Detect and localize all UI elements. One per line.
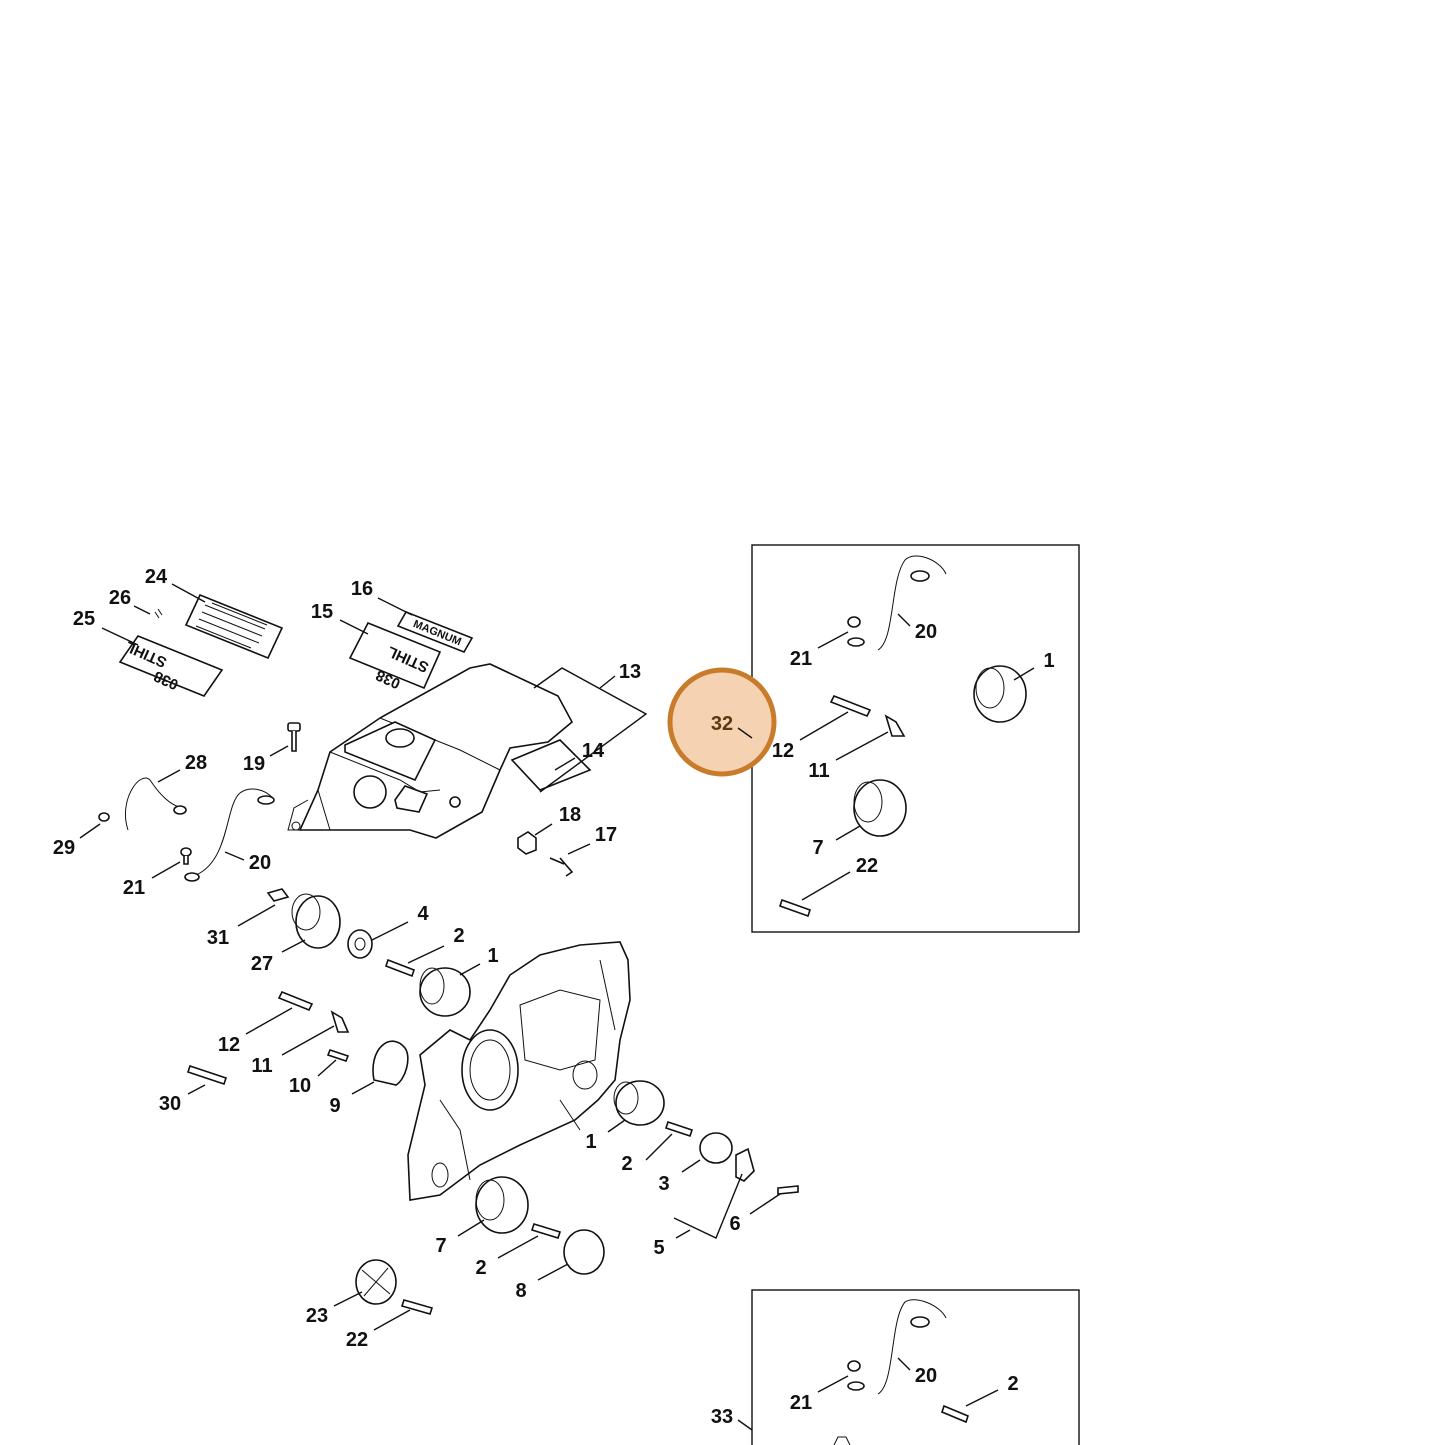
- screw-29[interactable]: [98, 812, 110, 822]
- inset1-clip-11[interactable]: [884, 714, 906, 737]
- callout-24: 24: [145, 566, 168, 588]
- callout-13: 13: [619, 661, 641, 683]
- callout-18: 18: [559, 804, 581, 826]
- wire-clip-28[interactable]: [124, 777, 187, 831]
- callout-4: 4: [417, 903, 429, 925]
- leader-lines: [79, 583, 1035, 1431]
- crankcase[interactable]: [407, 941, 631, 1201]
- inset2-wire-20[interactable]: [847, 1299, 947, 1395]
- highlight-marker-32[interactable]: 32: [667, 667, 777, 777]
- screw-5[interactable]: [777, 1185, 799, 1195]
- callout-21: 21: [123, 877, 145, 899]
- callout-15: 15: [311, 601, 333, 623]
- screw-22a[interactable]: [400, 1299, 434, 1315]
- pin-26[interactable]: [154, 608, 163, 619]
- callout-29: 29: [53, 837, 75, 859]
- bracket-6[interactable]: [735, 1147, 755, 1182]
- inset1-callout-1: 1: [1043, 650, 1054, 672]
- buffer-1a[interactable]: [419, 967, 471, 1017]
- clip-11a[interactable]: [330, 1010, 350, 1033]
- callout-22: 22: [346, 1329, 368, 1351]
- callout-20: 20: [249, 852, 271, 874]
- inset2-screw-2[interactable]: [941, 1404, 969, 1424]
- callout-30: 30: [159, 1093, 181, 1115]
- callout-8: 8: [515, 1280, 526, 1302]
- inset2-callout-20: 20: [915, 1365, 937, 1387]
- nut-18[interactable]: [517, 831, 537, 855]
- callout-28: 28: [185, 752, 207, 774]
- inset2-screw-21[interactable]: [847, 1360, 861, 1372]
- screw-12a[interactable]: [277, 990, 314, 1012]
- callout-2-lower: 2: [621, 1153, 632, 1175]
- buffer-7a[interactable]: [475, 1176, 529, 1234]
- inset-box-upper: [751, 544, 1080, 933]
- inset1-buffer-7[interactable]: [853, 779, 907, 837]
- inset1-buffer-1[interactable]: [973, 665, 1027, 723]
- plug-3[interactable]: [699, 1132, 733, 1164]
- decal-15-stihl[interactable]: STIHL 038: [348, 621, 442, 692]
- inset2-callout-21: 21: [790, 1392, 812, 1414]
- buffer-27[interactable]: [291, 893, 341, 949]
- screw-30[interactable]: [186, 1064, 228, 1086]
- inset1-screw-12[interactable]: [829, 694, 872, 718]
- callout-1-lower: 1: [585, 1131, 596, 1153]
- screw-17[interactable]: [549, 857, 574, 877]
- callout-11: 11: [251, 1055, 272, 1077]
- callout-19: 19: [243, 753, 265, 775]
- callout-17: 17: [595, 824, 617, 846]
- screw-2b[interactable]: [664, 1120, 694, 1138]
- screw-10[interactable]: [326, 1049, 350, 1062]
- plate-9[interactable]: [372, 1040, 409, 1086]
- callout-33: 33: [711, 1406, 733, 1428]
- screw-31[interactable]: [266, 888, 290, 902]
- wire-20-main[interactable]: [184, 788, 275, 882]
- washer-4[interactable]: [347, 929, 373, 959]
- callout-9: 9: [329, 1095, 340, 1117]
- inset1-callout-11: 11: [808, 760, 829, 782]
- inset1-callout-7: 7: [812, 837, 823, 859]
- callout-23: 23: [306, 1305, 328, 1327]
- callout-5: 5: [653, 1237, 664, 1259]
- buffer-1b[interactable]: [613, 1080, 665, 1126]
- callout-16: 16: [351, 578, 373, 600]
- bracket-13-14: [533, 667, 648, 793]
- callout-25: 25: [73, 608, 95, 630]
- shroud-13[interactable]: [287, 663, 574, 839]
- callout-6: 6: [729, 1213, 740, 1235]
- inset1-callout-12: 12: [772, 740, 794, 762]
- callout-1: 1: [487, 945, 498, 967]
- inset-box-lower: [751, 1289, 1080, 1445]
- screw-2a[interactable]: [384, 958, 416, 978]
- inset1-callout-21: 21: [790, 648, 812, 670]
- inset1-screw-22[interactable]: [778, 898, 812, 918]
- inset1-callout-20: 20: [915, 621, 937, 643]
- callout-3: 3: [658, 1173, 669, 1195]
- inset1-callout-22: 22: [856, 855, 878, 877]
- screw-21-main[interactable]: [180, 847, 192, 865]
- inset1-wire-20[interactable]: [847, 555, 947, 651]
- inset2-callout-2: 2: [1007, 1373, 1018, 1395]
- decal-24[interactable]: [184, 593, 284, 660]
- cap-8[interactable]: [563, 1229, 605, 1275]
- callout-10: 10: [289, 1075, 311, 1097]
- highlight-label: 32: [711, 713, 733, 735]
- callout-26: 26: [109, 587, 131, 609]
- decal-25-stihl[interactable]: STIHL 038: [118, 635, 224, 697]
- callout-14: 14: [582, 740, 605, 762]
- callout-7: 7: [435, 1235, 446, 1257]
- callout-12: 12: [218, 1034, 240, 1056]
- inset2-part-partial[interactable]: [833, 1436, 851, 1445]
- gasket-14[interactable]: [510, 739, 592, 791]
- callout-labels: 24 26 25 16 15 13 14 19 28 29 20 21 18 1…: [53, 566, 1055, 1428]
- screw-2c[interactable]: [530, 1223, 562, 1239]
- callout-2-bottom: 2: [475, 1257, 486, 1279]
- inset1-screw-21[interactable]: [847, 616, 861, 628]
- callout-27: 27: [251, 953, 273, 975]
- screw-19[interactable]: [287, 722, 301, 752]
- cover-23[interactable]: [355, 1259, 397, 1305]
- callout-31: 31: [207, 927, 229, 949]
- callout-2: 2: [453, 925, 464, 947]
